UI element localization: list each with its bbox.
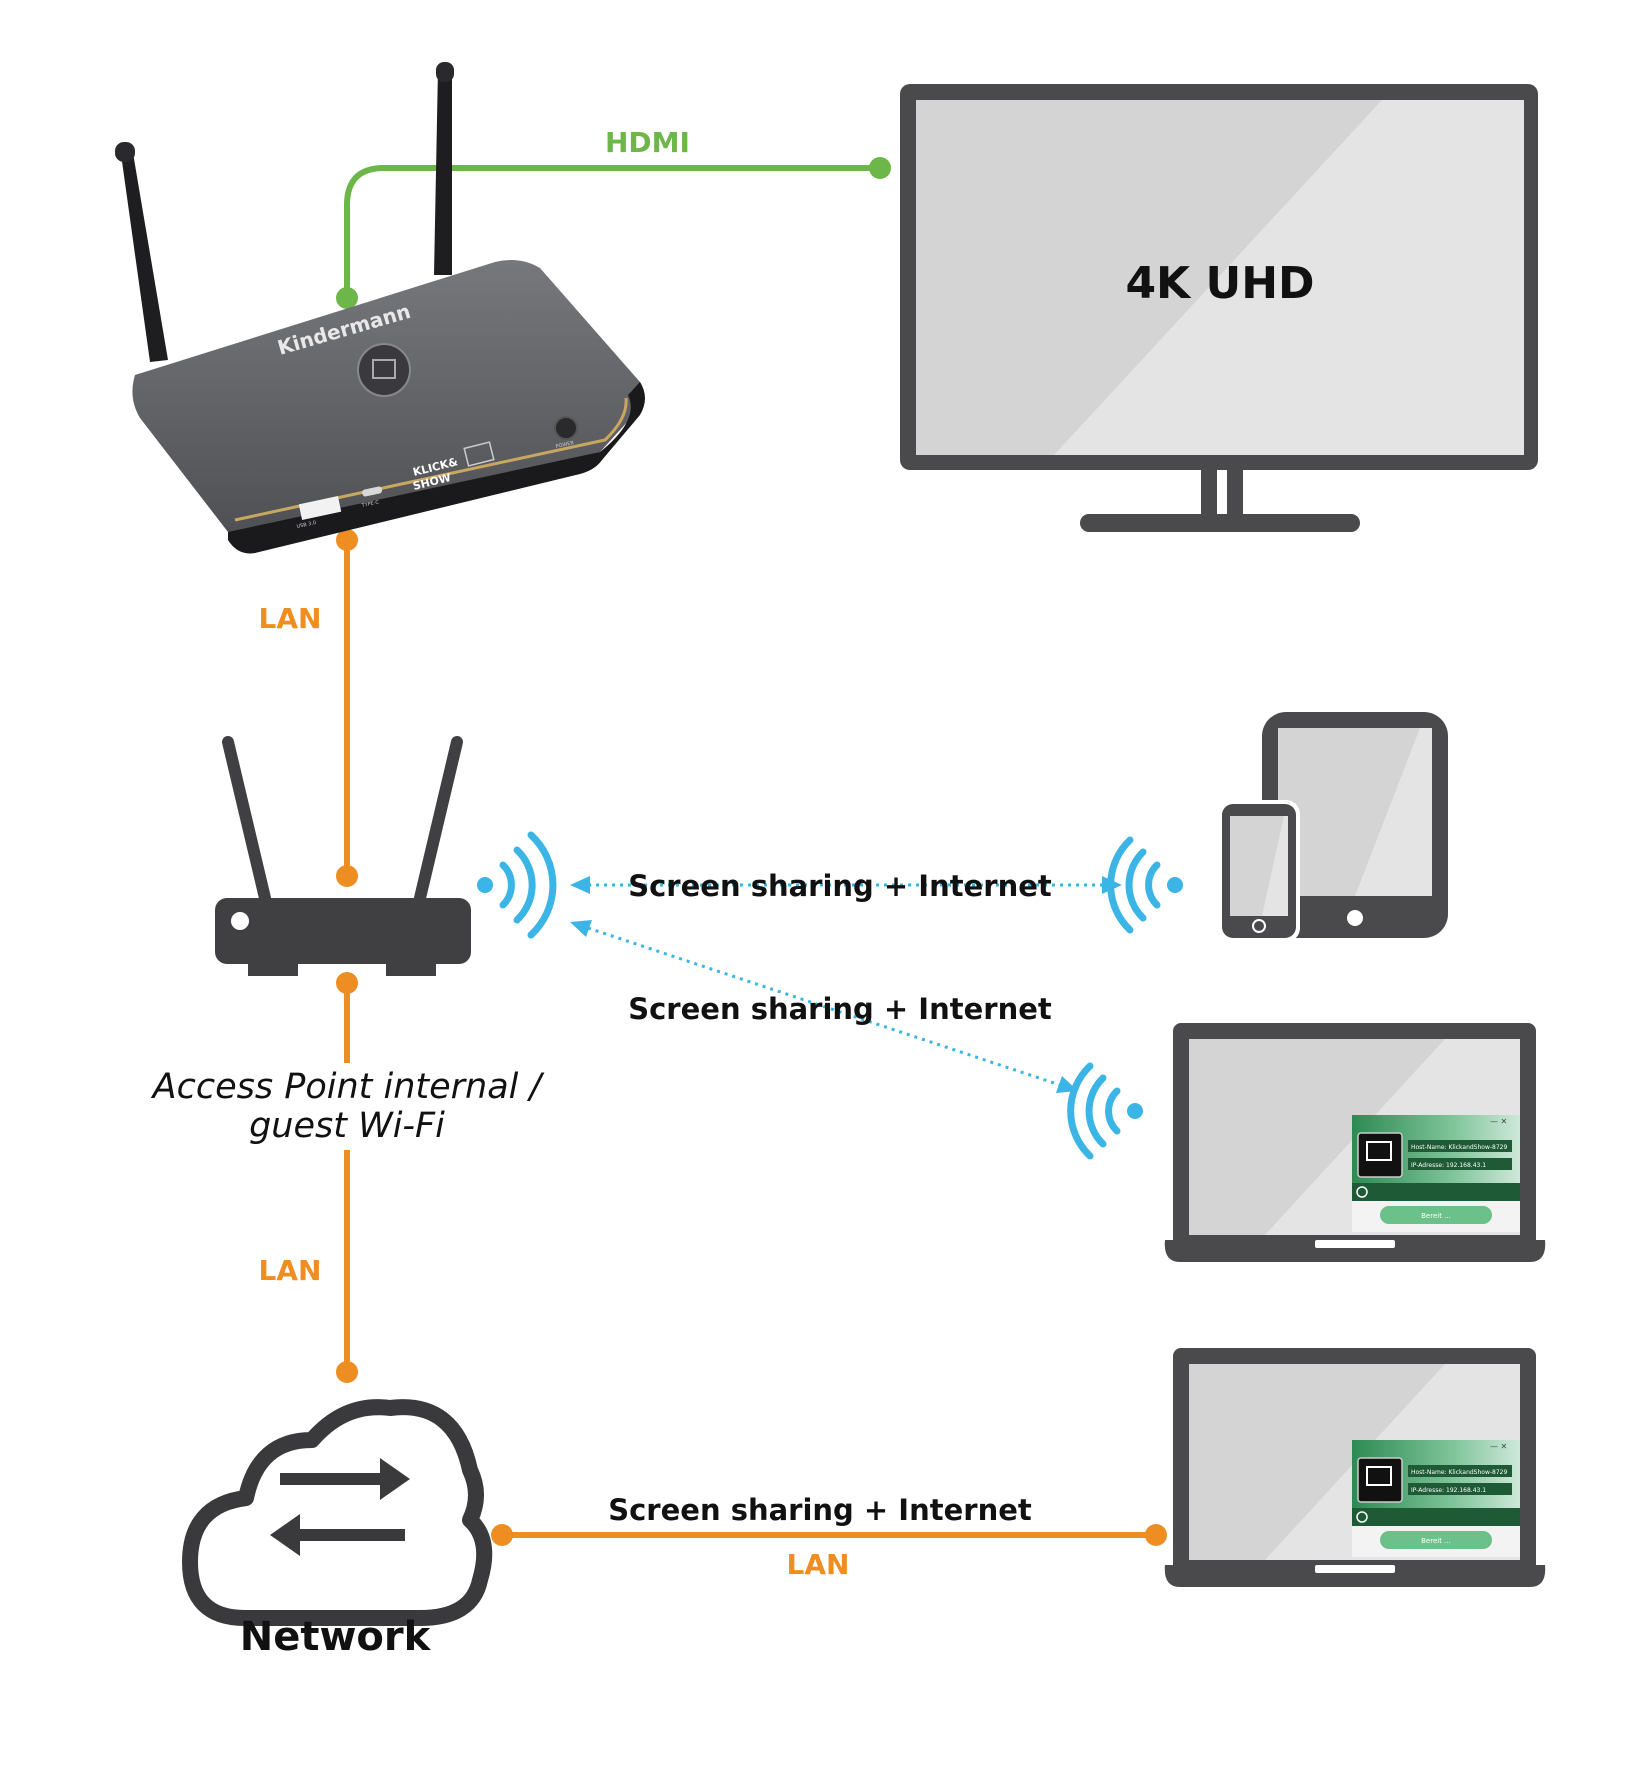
app-ready-button[interactable] xyxy=(1380,1531,1492,1549)
hdmi-label: HDMI xyxy=(605,126,690,159)
access-point-label-line1: Access Point internal / xyxy=(151,1067,545,1107)
sharing-label-laptop-lan: Screen sharing + Internet xyxy=(608,1493,1032,1527)
app-window: — ✕ Host-Name: KlickandShow-8729 IP-Adre… xyxy=(1352,1440,1520,1557)
lan-receiver-to-router xyxy=(336,529,358,887)
gear-icon xyxy=(1356,1511,1368,1523)
tv-monitor-icon xyxy=(900,84,1538,532)
usb-port-label: USB 3.0 xyxy=(296,520,317,530)
wifi-signal-icon xyxy=(1107,836,1183,934)
app-ready-label: Bereit ... xyxy=(1421,1537,1451,1545)
app-ip-address: IP-Adresse: 192.168.43.1 xyxy=(1411,1162,1486,1169)
wifi-signal-icon xyxy=(1067,1062,1143,1160)
svg-text:— ✕: — ✕ xyxy=(1490,1117,1507,1126)
sharing-label-laptop-wifi: Screen sharing + Internet xyxy=(628,992,1052,1026)
tablet-icon xyxy=(1262,712,1448,938)
app-host-name: Host-Name: KlickandShow-8729 xyxy=(1411,1144,1507,1151)
lan-label-top: LAN xyxy=(259,602,322,635)
lan-label-middle: LAN xyxy=(259,1254,322,1287)
app-ready-button[interactable] xyxy=(1380,1206,1492,1224)
transfer-arrows-icon xyxy=(270,1458,410,1556)
app-ready-label: Bereit ... xyxy=(1421,1212,1451,1220)
gear-icon xyxy=(1356,1186,1368,1198)
hdmi-connection xyxy=(336,157,891,309)
receiver-device-icon: Kindermann KLICK& SHOW USB 3.0 TYPE-C PO… xyxy=(115,62,645,554)
usbc-port-label: TYPE-C xyxy=(360,499,380,509)
lan-router-to-network xyxy=(336,972,358,1383)
phone-icon xyxy=(1218,800,1300,942)
power-label: POWER xyxy=(555,440,575,450)
app-ip-address: IP-Adresse: 192.168.43.1 xyxy=(1411,1487,1486,1494)
cloud-network-icon xyxy=(182,1399,493,1626)
lan-network-to-laptop xyxy=(491,1524,1167,1546)
app-window: — ✕ Host-Name: KlickandShow-8729 IP-Adre… xyxy=(1352,1115,1520,1232)
sharing-label-mobile: Screen sharing + Internet xyxy=(628,869,1052,903)
wifi-signal-icon xyxy=(477,831,557,939)
lan-label-bottom: LAN xyxy=(787,1548,850,1581)
network-label: Network xyxy=(240,1614,432,1660)
access-point-label-line2: guest Wi-Fi xyxy=(249,1106,445,1146)
svg-text:— ✕: — ✕ xyxy=(1490,1442,1507,1451)
router-icon xyxy=(215,736,471,976)
app-host-name: Host-Name: KlickandShow-8729 xyxy=(1411,1469,1507,1476)
tv-resolution-label: 4K UHD xyxy=(1125,258,1314,309)
